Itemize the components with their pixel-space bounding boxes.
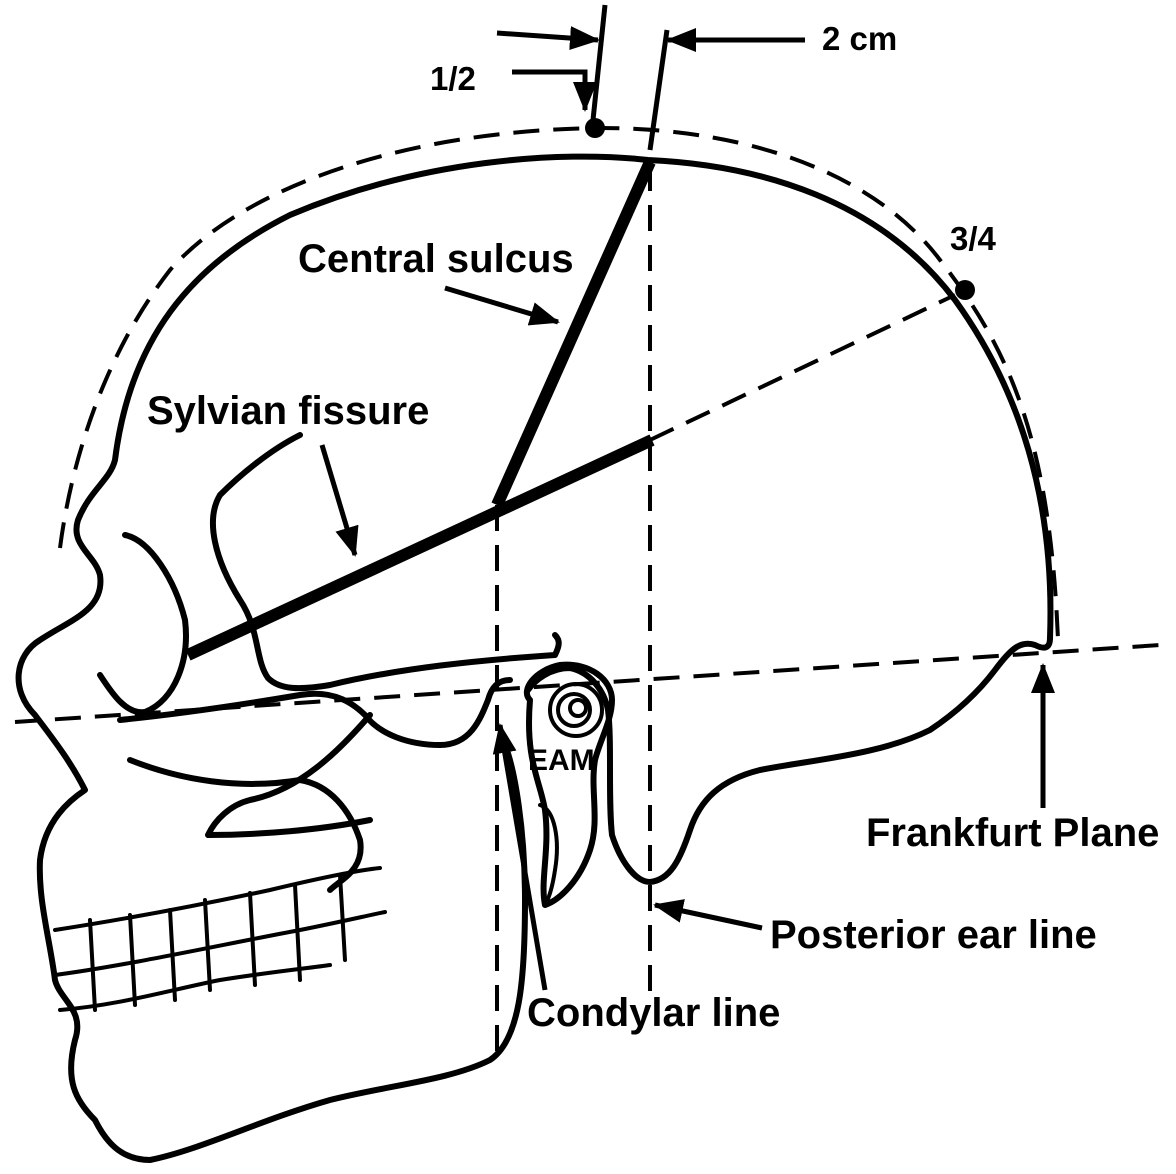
orbit-outline — [100, 535, 186, 712]
midpoint-marker — [585, 118, 605, 138]
label-three-quarter: 3/4 — [950, 220, 997, 257]
label-two-cm: 2 cm — [822, 20, 897, 57]
sylvian-fissure-arrow — [322, 445, 355, 555]
label-condylar-line: Condylar line — [527, 991, 780, 1035]
teeth — [55, 868, 385, 1010]
half-pointer-arrow — [512, 72, 585, 110]
vertex-tick-left — [593, 5, 605, 120]
label-central-sulcus: Central sulcus — [298, 237, 574, 281]
label-posterior-ear-line: Posterior ear line — [770, 913, 1097, 957]
sylvian-extension — [650, 295, 955, 440]
label-eam: EAM — [528, 744, 595, 777]
sylvian-fissure-line — [188, 440, 652, 655]
zygomatic-arch — [208, 715, 370, 835]
scalp-outline — [60, 128, 1058, 640]
two-cm-left-arrow — [497, 33, 598, 40]
posterior-ear-arrow — [655, 905, 762, 928]
label-frankfurt-plane: Frankfurt Plane — [866, 811, 1159, 855]
eam-circle — [550, 684, 602, 736]
label-sylvian-fissure: Sylvian fissure — [147, 389, 429, 433]
label-half: 1/2 — [430, 60, 476, 97]
central-sulcus-arrow — [445, 288, 558, 322]
three-quarter-marker — [955, 280, 975, 300]
